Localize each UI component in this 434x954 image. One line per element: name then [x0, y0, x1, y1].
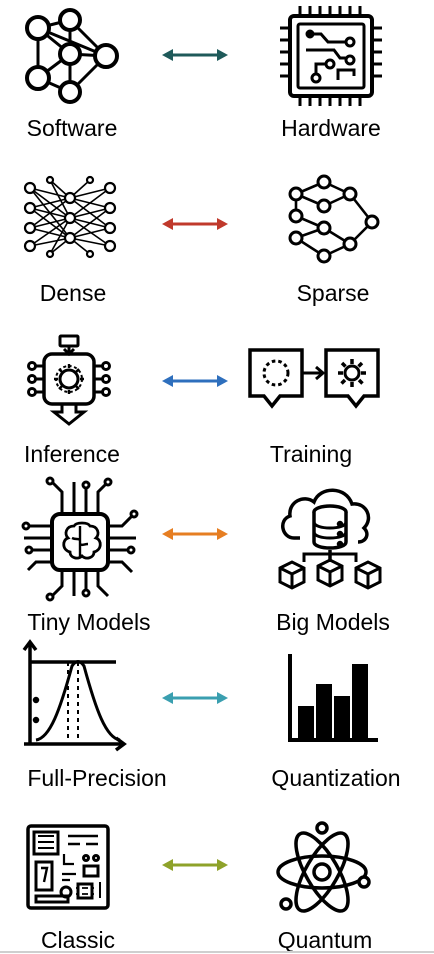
- double-arrow-icon: [162, 49, 228, 61]
- double-arrow-icon: [162, 859, 228, 871]
- label-software: Software: [26, 115, 118, 141]
- arrow-head-right: [217, 375, 228, 387]
- label-sparse: Sparse: [296, 280, 370, 306]
- label-big-models: Big Models: [276, 609, 390, 635]
- cloud-database-icon: [274, 478, 386, 590]
- arrow-head-right: [217, 859, 228, 871]
- arrow-1: [162, 49, 228, 61]
- dense-network-icon: [22, 175, 118, 259]
- label-inference: Inference: [24, 441, 120, 467]
- arrow-head-right: [217, 692, 228, 704]
- brain-chip-icon: [21, 476, 139, 602]
- double-arrow-icon: [162, 692, 228, 704]
- inference-chip-icon: [24, 334, 116, 426]
- training-gear-icon: [246, 346, 382, 420]
- arrow-head-right: [217, 218, 228, 230]
- arrow-head-right: [217, 49, 228, 61]
- distribution-curve-icon: [20, 639, 130, 752]
- arrow-3: [162, 375, 228, 387]
- arrow-4: [162, 528, 228, 540]
- label-full-precision: Full-Precision: [27, 765, 167, 791]
- chip-icon: [276, 4, 386, 108]
- arrow-2: [162, 218, 228, 230]
- label-tiny-models: Tiny Models: [27, 609, 151, 635]
- bar-chart-icon: [284, 654, 382, 746]
- arrow-head-left: [162, 859, 173, 871]
- label-classic: Classic: [40, 927, 116, 953]
- label-dense: Dense: [39, 280, 107, 306]
- label-quantization: Quantization: [271, 765, 401, 791]
- atom-icon: [274, 820, 371, 920]
- double-arrow-icon: [162, 218, 228, 230]
- neural-network-icon: [20, 8, 124, 108]
- double-arrow-icon: [162, 528, 228, 540]
- label-hardware: Hardware: [281, 115, 381, 141]
- arrow-head-left: [162, 692, 173, 704]
- label-quantum: Quantum: [277, 927, 373, 953]
- arrow-head-left: [162, 218, 173, 230]
- circuit-board-icon: [24, 822, 112, 912]
- arrow-head-left: [162, 375, 173, 387]
- double-arrow-icon: [162, 375, 228, 387]
- sparse-network-icon: [284, 174, 384, 270]
- arrow-head-right: [217, 528, 228, 540]
- divider: [0, 951, 434, 953]
- arrow-6: [162, 859, 228, 871]
- arrow-5: [162, 692, 228, 704]
- label-training: Training: [269, 441, 353, 467]
- arrow-head-left: [162, 528, 173, 540]
- arrow-head-left: [162, 49, 173, 61]
